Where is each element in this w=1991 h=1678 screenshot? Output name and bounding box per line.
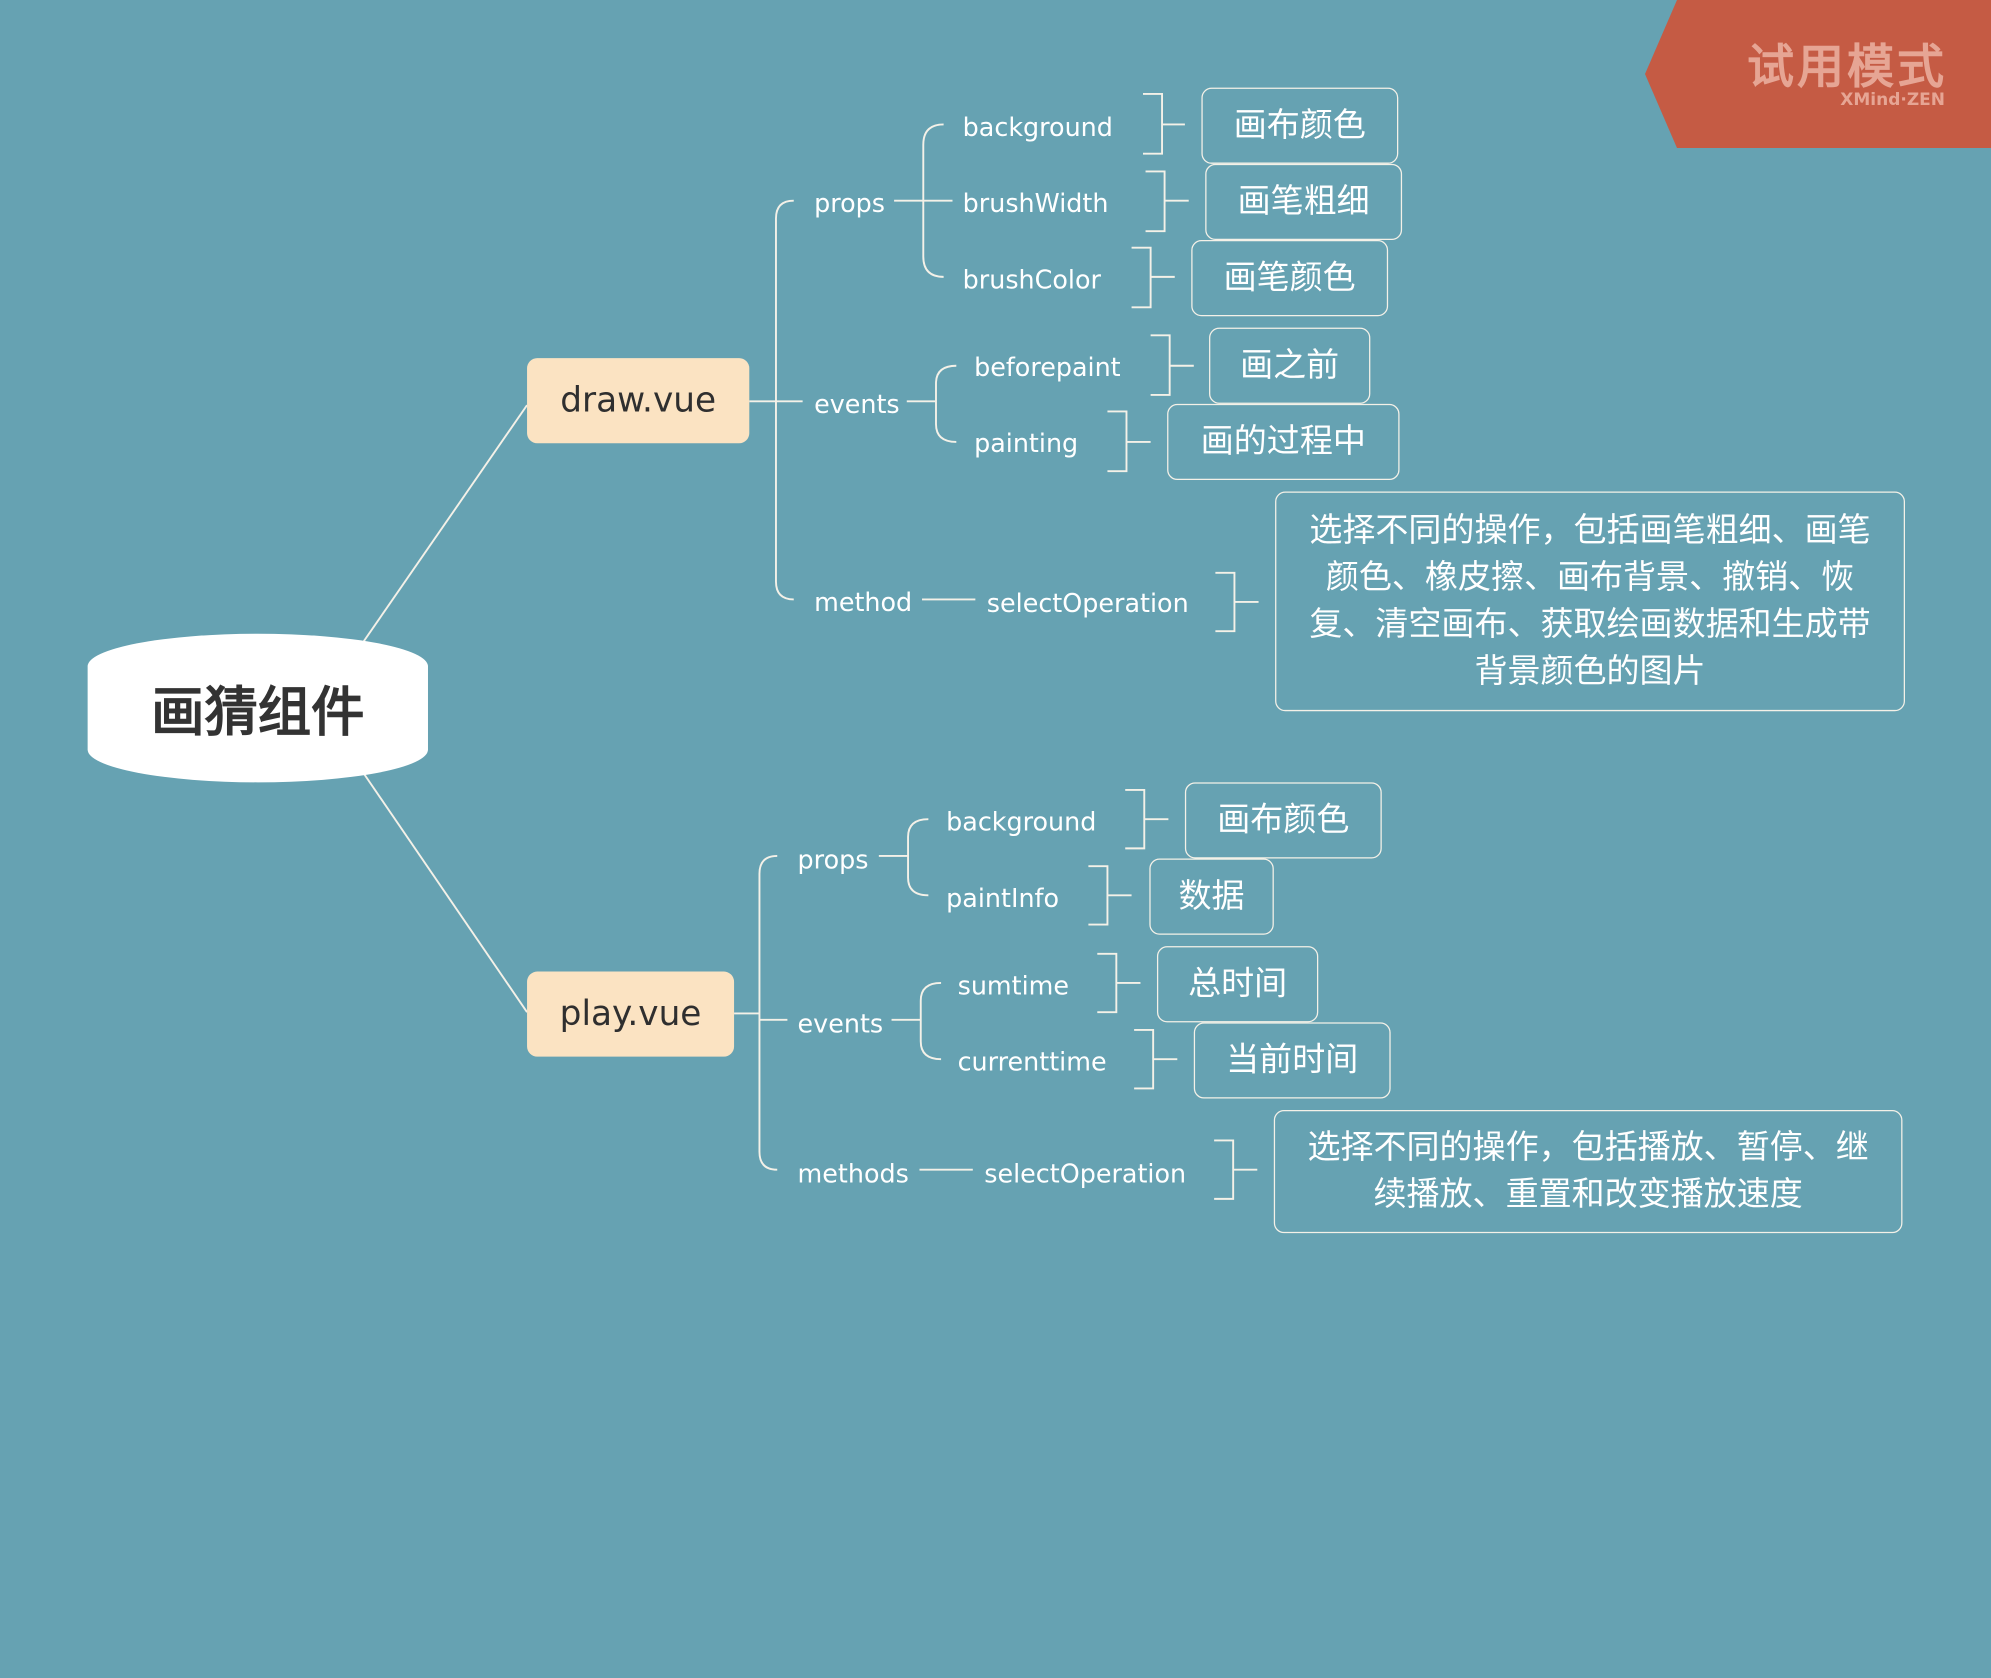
draw-beforepaint-desc[interactable]: 画之前: [1209, 327, 1371, 404]
watermark-subtitle: XMind·ZEN: [1840, 90, 1945, 110]
draw-method-selectoperation[interactable]: selectOperation: [986, 588, 1189, 619]
root-node[interactable]: 画猜组件: [87, 633, 428, 783]
play-event-currenttime[interactable]: currenttime: [957, 1046, 1107, 1077]
play-props-label[interactable]: props: [797, 844, 869, 876]
draw-vue-node[interactable]: draw.vue: [527, 358, 750, 444]
draw-method-label[interactable]: method: [814, 586, 913, 618]
connector-lines: [361, 93, 1259, 1200]
play-prop-paintinfo[interactable]: paintInfo: [946, 882, 1060, 914]
play-event-sumtime[interactable]: sumtime: [957, 970, 1070, 1001]
draw-painting-desc[interactable]: 画的过程中: [1167, 403, 1400, 481]
play-vue-node[interactable]: play.vue: [527, 971, 735, 1057]
play-paintinfo-desc[interactable]: 数据: [1149, 858, 1274, 935]
draw-brushwidth-desc[interactable]: 画笔粗细: [1205, 163, 1403, 241]
play-prop-background[interactable]: background: [946, 806, 1097, 837]
play-sumtime-desc[interactable]: 总时间: [1156, 946, 1319, 1023]
play-methods-desc[interactable]: 选择不同的操作，包括播放、暂停、继续播放、重置和改变播放速度: [1273, 1109, 1903, 1234]
play-methods-selectoperation[interactable]: selectOperation: [984, 1158, 1187, 1189]
watermark-banner: [1645, 0, 1991, 148]
draw-brushcolor-desc[interactable]: 画笔颜色: [1191, 240, 1389, 317]
play-currenttime-desc[interactable]: 当前时间: [1193, 1022, 1391, 1099]
draw-event-painting[interactable]: painting: [974, 427, 1079, 459]
trial-watermark: 试用模式 XMind·ZEN: [1645, 0, 1991, 148]
draw-prop-background[interactable]: background: [962, 111, 1113, 143]
play-methods-label[interactable]: methods: [797, 1158, 909, 1189]
play-events-label[interactable]: events: [797, 1008, 884, 1039]
draw-prop-brushwidth[interactable]: brushWidth: [962, 187, 1109, 219]
play-background-desc[interactable]: 画布颜色: [1184, 782, 1382, 859]
draw-prop-brushcolor[interactable]: brushColor: [962, 264, 1101, 295]
draw-background-desc[interactable]: 画布颜色: [1201, 87, 1399, 164]
draw-event-beforepaint[interactable]: beforepaint: [974, 351, 1121, 383]
draw-method-desc[interactable]: 选择不同的操作，包括画笔粗细、画笔颜色、橡皮擦、画布背景、撤销、恢复、清空画布、…: [1275, 491, 1905, 712]
draw-events-label[interactable]: events: [814, 388, 900, 420]
draw-props-label[interactable]: props: [814, 187, 885, 219]
watermark-title: 试用模式: [1747, 40, 1947, 95]
